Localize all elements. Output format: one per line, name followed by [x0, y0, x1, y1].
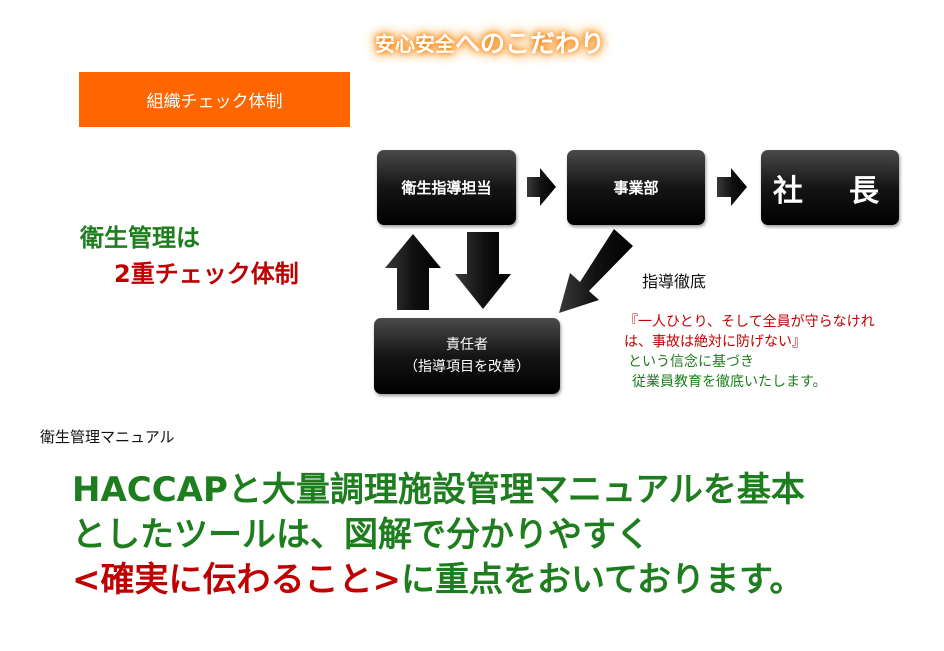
manual-label: 衛生管理マニュアル [40, 428, 175, 446]
title-part2: へのこだわり [454, 29, 605, 58]
manager-sublabel: （指導項目を改善） [404, 359, 530, 375]
arrow-down [455, 232, 511, 309]
section-header-box: 組織チェック体制 [79, 72, 350, 127]
manager-box: 責任者 （指導項目を改善） [374, 318, 560, 394]
arrow-right-1 [527, 168, 556, 206]
statement-emphasis: <確実に伝わること> [72, 560, 401, 600]
statement-line2: としたツールは、図解で分かりやすく [72, 515, 650, 555]
statement-line3-rest: に重点をおいております。 [400, 560, 804, 600]
arrow-diagonal [559, 229, 633, 313]
left-heading-line1: 衛生管理は [80, 224, 200, 252]
note-line3: という信念に基づき [628, 354, 754, 370]
statement-line3: <確実に伝わること>に重点をおいております。 [72, 556, 804, 604]
title-part1: 安心安全 [374, 31, 455, 56]
president-box: 社 長 [761, 150, 899, 225]
note-line1: 『一人ひとり、そして全員が守らなけれ [624, 314, 875, 330]
hygiene-lead-label: 衛生指導担当 [401, 179, 492, 197]
instruction-label: 指導徹底 [642, 272, 707, 291]
business-dept-box: 事業部 [567, 150, 705, 225]
left-heading-line2: 2重チェック体制 [114, 260, 299, 288]
note-line2: は、事故は絶対に防げない』 [624, 334, 806, 350]
president-label: 社 長 [773, 173, 887, 209]
arrow-up [385, 234, 441, 310]
note-line4: 従業員教育を徹底いたします。 [632, 374, 827, 390]
section-header-label: 組織チェック体制 [146, 92, 283, 112]
business-dept-label: 事業部 [613, 179, 659, 197]
arrow-right-2 [717, 168, 747, 206]
manager-label: 責任者 [446, 337, 488, 353]
statement-line1: HACCAPと大量調理施設管理マニュアルを基本 [72, 470, 805, 510]
hygiene-lead-box: 衛生指導担当 [377, 150, 516, 225]
page-title: 安心安全へのこだわり [360, 22, 620, 62]
